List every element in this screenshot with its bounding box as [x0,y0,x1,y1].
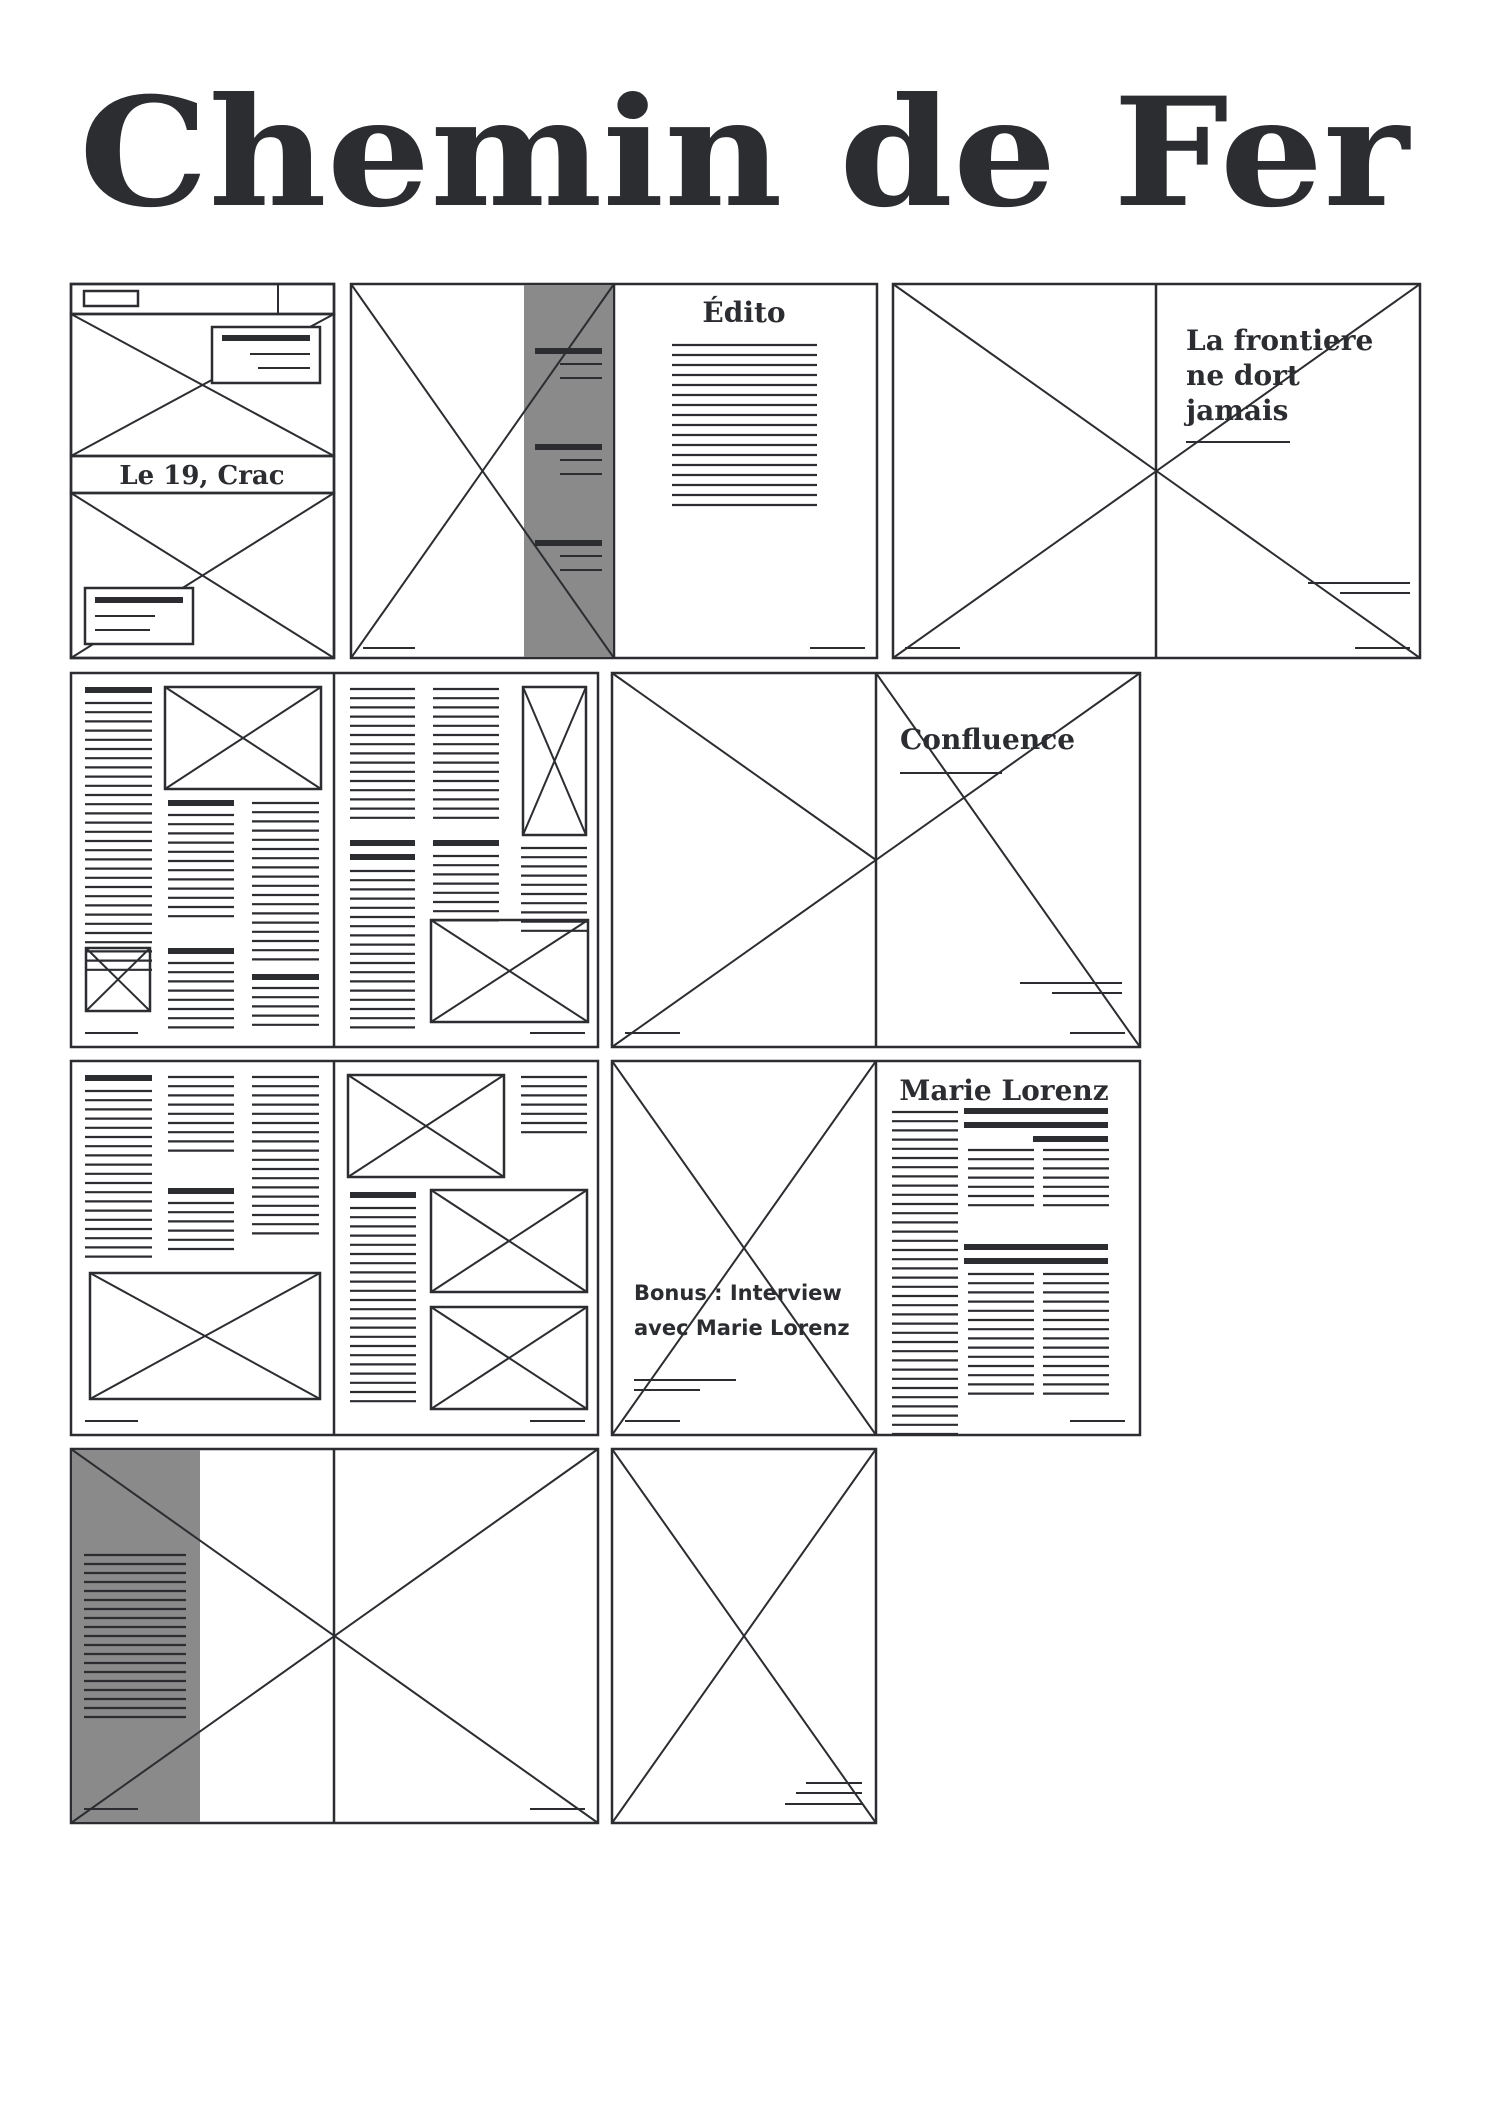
image-diagonal [430,1189,588,1293]
bonus-title-line: Bonus : Interview [634,1281,842,1305]
cover-image-bottom [69,491,336,660]
sidebar-heading-bar [535,348,602,354]
image-placeholder [429,1188,589,1294]
frontiere-title-line: ne dort [1186,359,1300,392]
heading-bar [252,974,319,980]
heading-bar [168,948,234,954]
image-diagonal [89,1272,321,1400]
confluence-title: Confluence [900,723,1075,756]
image-diagonal [350,283,615,659]
heading-bar [964,1108,1108,1114]
heading-bar [964,1258,1108,1264]
page-title: Chemin de Fer [79,65,1411,241]
image-placeholder-small [84,946,152,1013]
cover-title: Le 19, Crac [119,461,284,491]
heading-bar [433,840,499,846]
edito-title: Édito [702,296,785,329]
heading-bar [1033,1136,1108,1142]
cover-logo-box [82,289,140,308]
heading-bar [964,1122,1108,1128]
callout-heading-bar [222,335,310,341]
image-diagonal [611,1448,877,1824]
image-diagonal [430,919,589,1023]
heading-bar [85,1075,152,1081]
image-placeholder-wide [88,1271,322,1401]
image-diagonal [70,1448,599,1824]
sidebar-heading-bar [535,444,602,450]
back-cover [610,1447,878,1825]
heading-bar [350,854,415,860]
image-diagonal [347,1074,505,1178]
image-diagonal [164,686,322,790]
lorenz-title: Marie Lorenz [899,1074,1108,1107]
image-diagonal [85,947,151,1012]
image-diagonal [892,283,1421,659]
sidebar-heading-bar [535,540,602,546]
image-diagonal [430,1306,588,1410]
heading-bar [85,687,152,693]
image-placeholder [163,685,323,791]
image-placeholder [429,1305,589,1411]
callout-heading-bar [95,597,183,603]
image-diagonal [522,686,587,836]
heading-bar [168,1188,234,1194]
image-diagonal [611,1060,877,1436]
heading-bar [168,800,234,806]
image-placeholder [429,918,590,1024]
image-diagonal [611,672,877,861]
heading-bar [964,1244,1108,1250]
heading-bar [350,840,415,846]
image-placeholder [346,1073,506,1179]
heading-bar [350,1192,416,1198]
gray-sidebar [524,285,613,657]
image-placeholder-tall [521,685,588,837]
frontiere-title-line: jamais [1183,394,1288,427]
bonus-title-line: avec Marie Lorenz [634,1316,850,1340]
cover-masthead [69,282,336,316]
image-diagonal [875,672,1141,1048]
frontiere-title-line: La frontiere [1186,324,1373,357]
